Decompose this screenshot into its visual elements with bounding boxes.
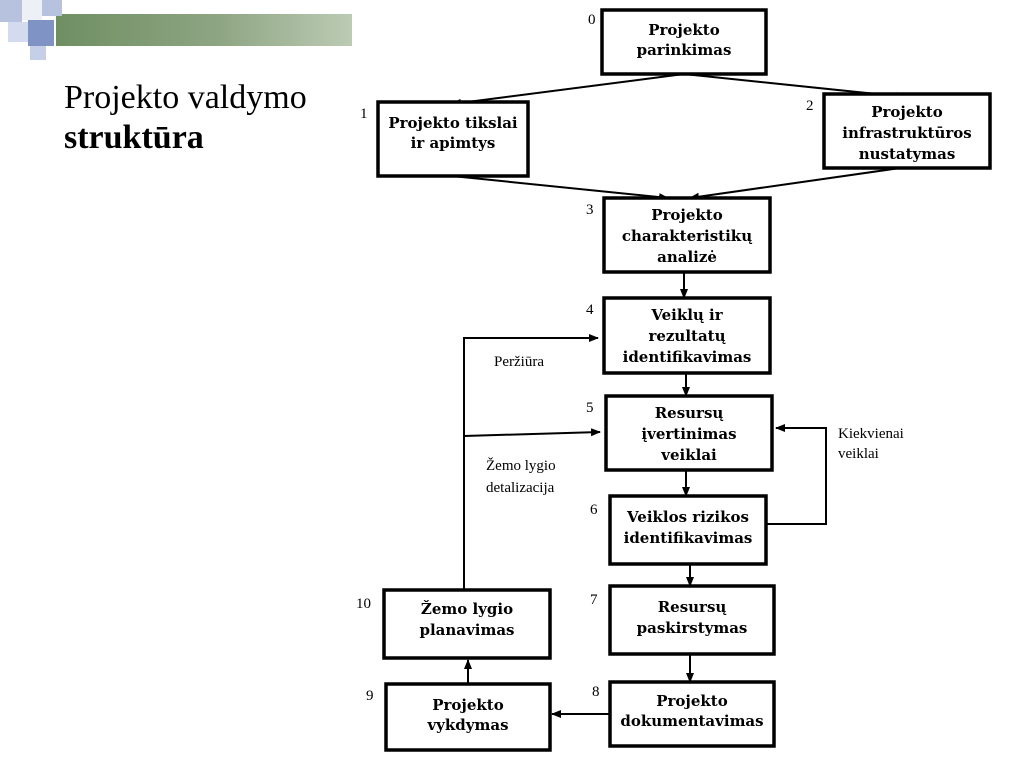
review-label: Peržiūra <box>494 354 544 370</box>
slide-title: Projekto valdymo struktūra <box>64 78 307 158</box>
boxes <box>376 8 992 752</box>
box-1-line-1: Projekto tikslai <box>388 114 518 132</box>
box-8-line-2: dokumentavimas <box>620 712 763 730</box>
box-4-line-3: identifikavimas <box>623 348 752 366</box>
box-2-line-3: nustatymas <box>859 145 956 163</box>
box-5-line-3: veiklai <box>660 446 717 464</box>
arrow-2-3 <box>689 167 901 201</box>
box-5-line-2: įvertinimas <box>641 425 736 443</box>
decoration-square <box>0 0 22 22</box>
box-number: 1 <box>360 106 368 122</box>
box-number: 10 <box>356 596 371 612</box>
box-4 <box>602 296 772 375</box>
box-number: 0 <box>588 12 596 28</box>
each-activity-label-line-1: Kiekvienai <box>838 426 904 442</box>
box-3-line-2: charakteristikų <box>622 227 752 245</box>
side-labels: Peržiūra Žemo lygio detalizacija Kiekvie… <box>486 354 904 496</box>
decoration-square <box>22 0 42 20</box>
header-decoration-bar <box>56 14 352 46</box>
connectors <box>451 73 906 718</box>
box-6-line-1: Veiklos rizikos <box>626 508 749 526</box>
box-3 <box>602 196 772 274</box>
box-7-line-2: paskirstymas <box>637 619 748 637</box>
arrow-10-4 <box>463 334 599 590</box>
each-activity-label-line-2: veiklai <box>838 446 879 462</box>
box-6-line-2: identifikavimas <box>624 529 753 547</box>
box-numbers: 0 1 2 3 4 5 6 7 8 9 10 <box>356 12 814 704</box>
box-9-line-1: Projekto <box>432 696 503 714</box>
box-8-line-1: Projekto <box>656 692 727 710</box>
box-number: 8 <box>592 684 600 700</box>
box-number: 9 <box>366 688 374 704</box>
box-5 <box>604 394 774 472</box>
slide-title-line1: Projekto valdymo <box>64 79 307 116</box>
arrow-1-3 <box>451 175 669 202</box>
arrow-0-1 <box>451 73 685 107</box>
box-9 <box>384 682 552 752</box>
decoration-square <box>30 46 46 60</box>
box-1 <box>376 100 530 178</box>
decoration-square <box>42 0 62 16</box>
decoration-square <box>8 22 28 42</box>
box-number: 6 <box>590 502 598 518</box>
box-3-line-1: Projekto <box>651 206 722 224</box>
box-6 <box>608 494 768 566</box>
box-0 <box>600 8 768 76</box>
box-number: 3 <box>586 202 594 218</box>
box-number: 2 <box>806 98 814 114</box>
decoration-square <box>28 20 54 46</box>
box-10-line-1: Žemo lygio <box>421 600 513 618</box>
box-0-line-1: Projekto <box>648 21 719 39</box>
box-4-line-1: Veiklų ir <box>650 306 723 324</box>
box-5-line-1: Resursų <box>655 404 724 422</box>
box-2-line-1: Projekto <box>871 103 942 121</box>
box-1-line-2: ir apimtys <box>411 134 496 152</box>
box-4-line-2: rezultatų <box>648 327 725 345</box>
box-7-line-1: Resursų <box>658 598 727 616</box>
box-2 <box>822 92 992 170</box>
box-10-line-2: planavimas <box>420 621 515 639</box>
slide-title-line2: struktūra <box>64 119 204 156</box>
box-0-line-2: parinkimas <box>637 41 732 59</box>
box-number: 7 <box>590 592 598 608</box>
arrow-10-5 <box>463 428 601 437</box>
low-detail-label-line-1: Žemo lygio <box>486 457 556 474</box>
box-3-line-3: analizė <box>657 248 717 266</box>
box-number: 4 <box>586 302 594 318</box>
box-9-line-2: vykdymas <box>426 716 508 734</box>
arrow-6-5-loop <box>766 424 827 525</box>
box-7 <box>608 584 776 656</box>
box-10 <box>382 588 552 660</box>
box-number: 5 <box>586 400 594 416</box>
box-8 <box>608 680 776 748</box>
low-detail-label-line-2: detalizacija <box>486 480 555 496</box>
box-labels: Projekto parinkimas Projekto tikslai ir … <box>388 21 971 734</box>
box-2-line-2: infrastruktūros <box>842 124 971 142</box>
